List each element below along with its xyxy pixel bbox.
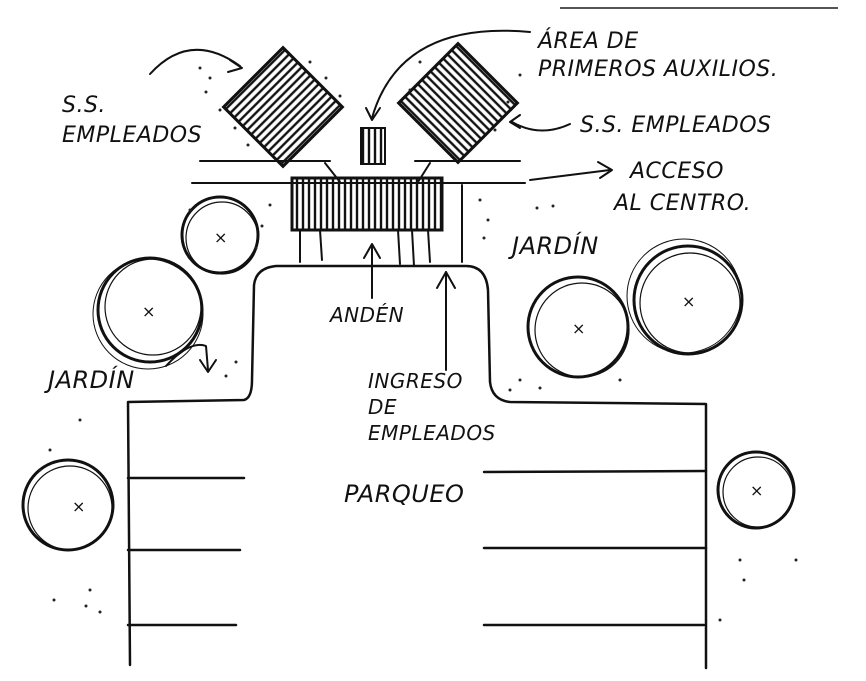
label-parqueo: PARQUEO — [344, 480, 464, 508]
label-ingreso-3: EMPLEADOS — [368, 421, 496, 445]
arrow-icon — [436, 271, 456, 289]
tree-icon: × — [21, 458, 115, 552]
label-area-primeros-auxilios-1: ÁREA DE — [536, 28, 639, 54]
arrow-icon — [363, 243, 381, 259]
arrow-icon — [365, 107, 381, 121]
label-ss-empleados-left-1: S.S. — [62, 93, 106, 118]
label-ss-empleados-right: S.S. EMPLEADOS — [580, 113, 772, 138]
label-area-primeros-auxilios-2: PRIMEROS AUXILIOS. — [538, 57, 778, 82]
arrow-icon — [511, 121, 571, 132]
label-ingreso-1: INGRESO — [368, 369, 463, 393]
svg-text:×: × — [142, 302, 155, 321]
tree-icon: × — [180, 195, 260, 275]
svg-text:×: × — [72, 497, 85, 516]
label-anden: ANDÉN — [328, 303, 404, 327]
arrow-icon — [371, 29, 531, 119]
tree-icon: × — [626, 238, 744, 356]
restroom-right-block — [396, 41, 520, 165]
arrow-icon — [165, 344, 209, 371]
tree-icon: × — [716, 450, 796, 530]
arrow-icon — [199, 359, 217, 373]
parking-outline — [126, 264, 708, 670]
first-aid-block — [360, 127, 386, 165]
arrow-icon — [227, 59, 243, 73]
annotation-arrows — [149, 29, 613, 373]
arrow-icon — [509, 114, 521, 129]
arrow-icon — [597, 161, 613, 179]
label-ss-empleados-left-2: EMPLEADOS — [62, 123, 202, 148]
label-jardin-right: JARDÍN — [508, 231, 599, 260]
arrow-icon — [529, 169, 611, 181]
label-jardin-left: JARDÍN — [44, 365, 135, 394]
arrow-icon — [149, 48, 241, 75]
svg-text:×: × — [214, 228, 227, 247]
svg-text:×: × — [750, 481, 763, 500]
restroom-left-block — [221, 45, 345, 169]
tree-icon: × — [526, 275, 630, 379]
stipple-dots — [38, 60, 798, 622]
parking-stalls — [126, 469, 708, 627]
svg-text:×: × — [572, 319, 585, 338]
tree-icon: × — [92, 256, 204, 370]
label-acceso-2: AL CENTRO. — [612, 191, 751, 216]
label-ingreso-2: DE — [368, 395, 397, 419]
anden-platform — [290, 176, 463, 267]
label-acceso-1: ACCESO — [628, 159, 724, 184]
svg-text:×: × — [682, 292, 695, 311]
